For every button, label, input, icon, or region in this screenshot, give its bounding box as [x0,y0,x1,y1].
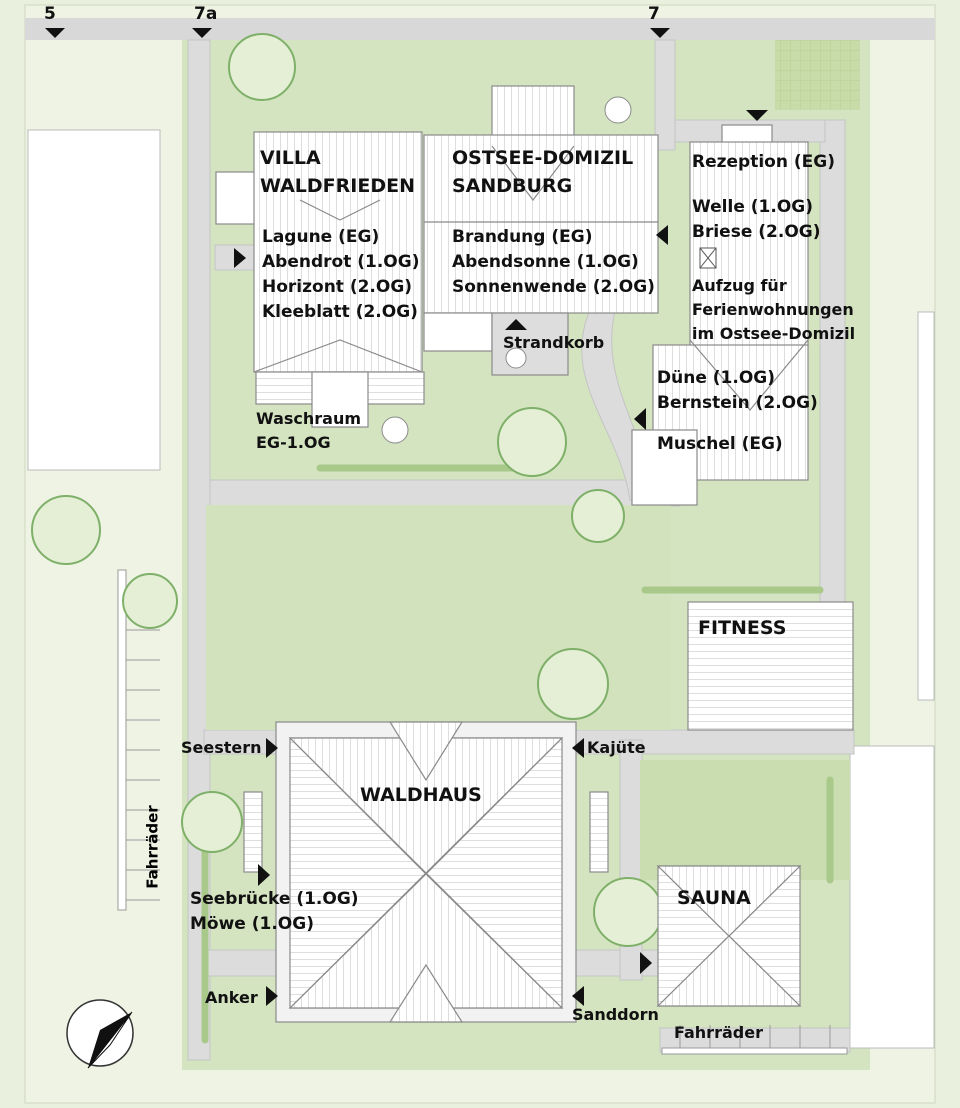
east-block [631,124,809,506]
patio-table [381,96,632,444]
tree [537,648,609,720]
bike-stands-south [661,1025,848,1055]
elevator-label: Aufzug für Ferienwohnungen im Ostsee-Dom… [692,276,856,343]
unit-rezeption: Rezeption (EG) [692,152,835,172]
arrow-marker-7a [192,28,212,38]
entrance-arrow [505,319,527,330]
domizil-title: OSTSEE-DOMIZIL SANDBURG [452,147,634,197]
unit-muschel: Muschel (EG) [657,434,783,454]
street-marker-5: 5 [44,4,56,24]
unit-brandung: Brandung (EG) [452,227,593,247]
waschraum-label: Waschraum EG-1.OG [256,409,362,452]
waldhaus-building [243,721,609,1023]
street [25,18,935,40]
tree [228,33,296,101]
unit-lagune: Lagune (EG) [262,227,380,247]
ostsee-domizil [423,85,659,376]
elevator-icon [699,247,717,269]
arrow-marker-5 [45,28,65,38]
sauna-building [656,865,802,1007]
unit-abendsonne: Abendsonne (1.OG) [452,252,639,272]
neighbor-building-east-top [917,311,935,701]
unit-sanddorn: Sanddorn [572,1005,659,1024]
trees [31,33,663,947]
waldhaus-title: WALDHAUS [360,784,482,806]
unit-duene: Düne (1.OG) [657,368,775,388]
entrance-arrow [572,738,584,758]
unit-seestern: Seestern [181,738,262,757]
unit-sonnenwende: Sonnenwende (2.OG) [452,277,655,297]
entrance-arrow [258,864,270,886]
unit-kajuete: Kajüte [587,738,646,757]
entrance-arrow [266,986,278,1006]
tree [31,495,101,565]
fitness-building [687,601,854,731]
entrance-arrow [266,738,278,758]
entrance-arrow [634,408,646,430]
tree [122,573,178,629]
unit-horizont: Horizont (2.OG) [262,277,413,297]
unit-bernstein: Bernstein (2.OG) [657,393,818,413]
neighbor-building-west [27,129,161,471]
east-units-mid: Düne (1.OG) Bernstein (2.OG) [657,366,818,416]
tree [497,407,567,477]
arrow-marker-7 [650,28,670,38]
street-marker-7: 7 [648,4,660,24]
compass-icon [66,999,134,1069]
entrance-arrow [572,986,584,1006]
domizil-units: Brandung (EG) Abendsonne (1.OG) Sonnenwe… [452,225,655,300]
fitness-title: FITNESS [698,617,787,639]
entrance-arrows [45,28,768,1006]
street-marker-7a: 7a [194,4,218,24]
unit-moewe: Möwe (1.OG) [190,914,314,934]
villa-waldfrieden [215,131,425,428]
villa-title: VILLA WALDFRIEDEN [260,147,415,197]
east-units-top: Rezeption (EG) Welle (1.OG) Briese (2.OG… [692,150,835,245]
unit-briese: Briese (2.OG) [692,222,821,242]
sauna-title: SAUNA [677,887,751,909]
bikes-south-label: Fahrräder [674,1023,763,1042]
unit-kleeblatt: Kleeblatt (2.OG) [262,302,418,322]
unit-welle: Welle (1.OG) [692,197,814,217]
neighbor-building-east-bottom [849,745,935,1049]
entrance-arrow [234,248,246,268]
bikes-west-label: Fahrräder [143,805,162,889]
entrance-arrow [746,110,768,121]
unit-seebruecke: Seebrücke (1.OG) [190,889,359,909]
waldhaus-units-west: Seebrücke (1.OG) Möwe (1.OG) [190,887,359,937]
bike-stands-west [117,569,160,911]
entrance-arrow [656,225,668,245]
lawn-east [640,760,850,880]
unit-anker: Anker [205,988,258,1007]
tree [593,877,663,947]
lawn-north-grid [775,40,860,110]
villa-units: Lagune (EG) Abendrot (1.OG) Horizont (2.… [262,225,419,325]
unit-abendrot: Abendrot (1.OG) [262,252,420,272]
entrance-arrow [640,952,652,974]
tree [571,489,625,543]
tree [181,791,243,853]
strandkorb-label: Strandkorb [503,333,605,352]
